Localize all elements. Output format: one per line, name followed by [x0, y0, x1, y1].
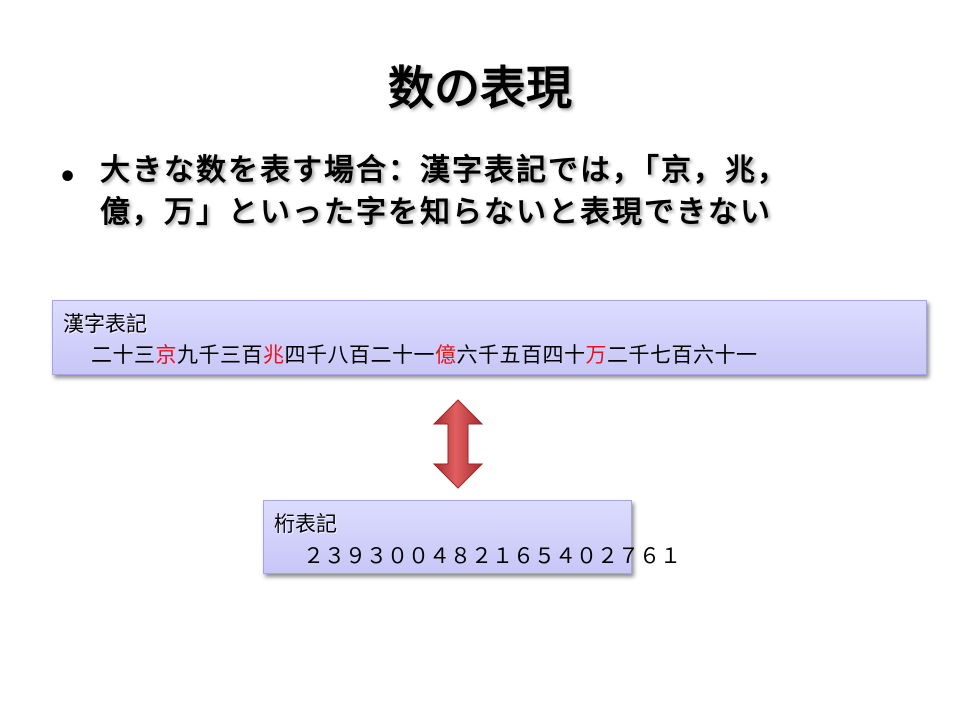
kanji-notation-box: 漢字表記 二十三京九千三百兆四千八百二十一億六千五百四十万二千七百六十一 — [52, 300, 927, 375]
kanji-number: 二十三京九千三百兆四千八百二十一億六千五百四十万二千七百六十一 — [91, 339, 758, 369]
slide-title: 数の表現 — [388, 61, 572, 115]
bullet-dot: • — [58, 160, 78, 195]
kanji-unit-highlight: 億 — [435, 343, 457, 367]
digit-notation-box: 桁表記 — [263, 500, 632, 574]
kanji-segment: 九千三百 — [177, 343, 263, 367]
double-vertical-arrow-icon — [432, 399, 484, 489]
kanji-unit-highlight: 京 — [155, 343, 177, 367]
bullet-line-2: 億，万」といった字を知らないと表現できない — [100, 195, 772, 230]
kanji-segment: 四千八百二十一 — [284, 343, 435, 367]
digit-number: ２３９３００４８２１６５４０２７６１ — [303, 544, 681, 568]
kanji-notation-label: 漢字表記 — [63, 312, 147, 336]
digit-notation-label: 桁表記 — [274, 512, 337, 536]
kanji-segment: 二千七百六十一 — [607, 343, 758, 367]
bullet-text: 大きな数を表す場合：漢字表記では，「京，兆， 億，万」といった字を知らないと表現… — [100, 150, 918, 234]
bullet-point: • 大きな数を表す場合：漢字表記では，「京，兆， 億，万」といった字を知らないと… — [58, 150, 918, 234]
kanji-segment: 二十三 — [91, 343, 156, 367]
kanji-unit-highlight: 兆 — [263, 343, 285, 367]
kanji-segment: 六千五百四十 — [456, 343, 586, 367]
bullet-line-1: 大きな数を表す場合：漢字表記では，「京，兆， — [100, 153, 789, 188]
kanji-unit-highlight: 万 — [585, 343, 607, 367]
